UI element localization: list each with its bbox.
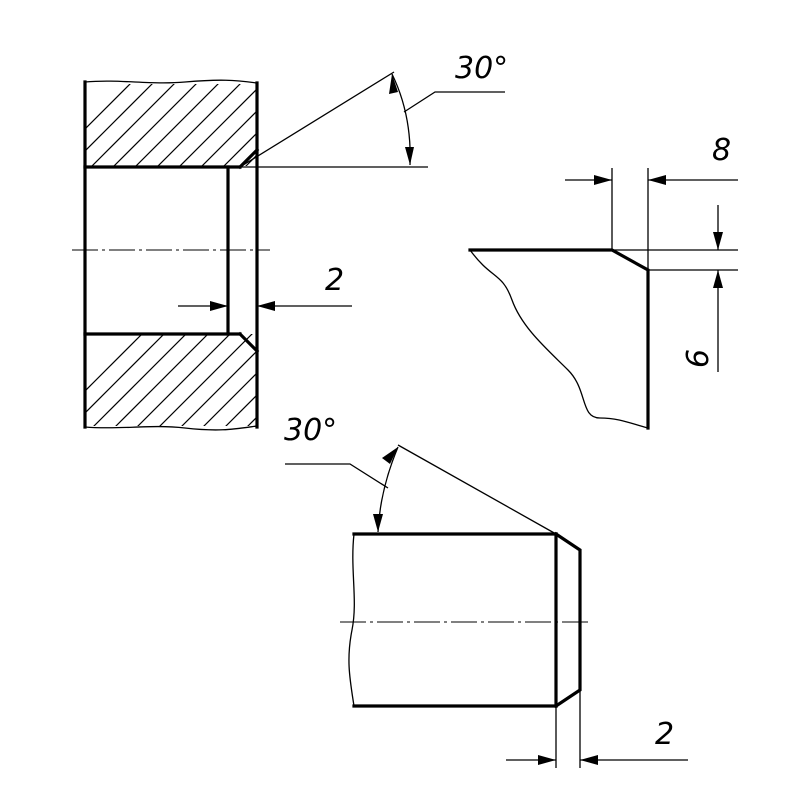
angle-leader <box>403 91 505 113</box>
angle-arrow-lower <box>405 147 414 165</box>
corner-outline <box>468 248 650 430</box>
break-line-bottom <box>84 425 258 431</box>
chamfer-bottom <box>237 331 260 354</box>
width-label-shaft: 2 <box>655 717 674 752</box>
shaft-angle-arrow-upper <box>382 447 398 464</box>
shaft-angle-leader <box>285 463 389 489</box>
hatching-top <box>86 84 256 166</box>
shaft-view: 30° 2 <box>284 413 688 768</box>
angle-arrow-upper <box>389 74 398 94</box>
edge-chamfer-view: 8 6 <box>468 133 738 430</box>
width-label-edge: 8 <box>712 133 731 168</box>
shaft-arrow-right <box>580 755 598 765</box>
shaft-angle-extension <box>397 444 557 535</box>
chamfer-top <box>237 147 260 170</box>
angle-label-shaft: 30° <box>284 413 337 448</box>
width-arrow-left <box>210 301 228 311</box>
angle-extension-inclined <box>239 71 395 168</box>
break-line-wavy <box>469 249 649 429</box>
arrow-6-bottom <box>713 270 723 288</box>
hatching-bottom <box>86 334 256 426</box>
height-label-edge: 6 <box>681 349 716 368</box>
arrow-8-left <box>594 175 612 185</box>
arrow-6-top <box>713 232 723 250</box>
width-arrow-right <box>257 301 275 311</box>
shaft-break-line <box>348 533 355 707</box>
shaft-angle-arrow-lower <box>373 514 383 532</box>
break-line-top <box>84 79 258 84</box>
width-label-hole: 2 <box>325 263 344 298</box>
shaft-chamfered-end <box>553 531 582 709</box>
hole-section-view: 30° 2 <box>72 51 508 431</box>
angle-label-hole: 30° <box>455 51 508 86</box>
shaft-arrow-left <box>538 755 556 765</box>
arrow-8-right <box>648 175 666 185</box>
